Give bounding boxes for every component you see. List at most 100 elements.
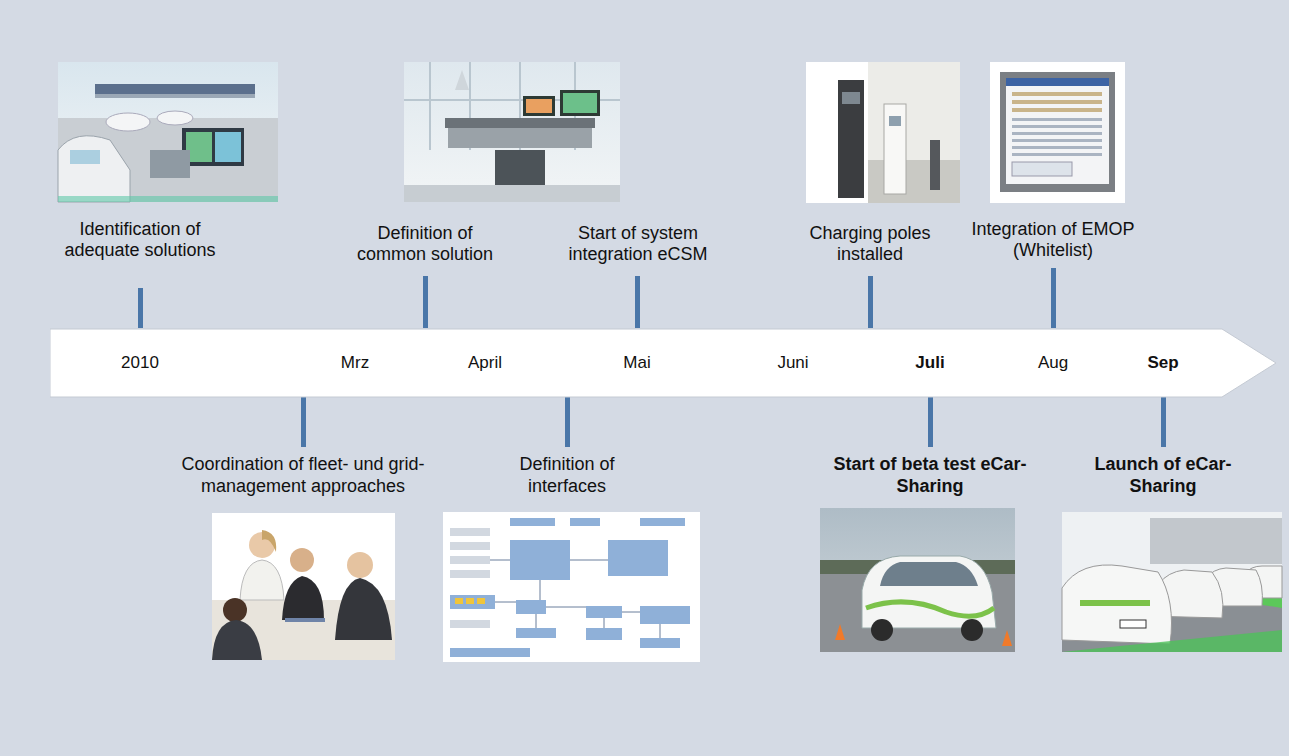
launch-cars-photo-part: [1062, 630, 1282, 652]
milestone-ticks-part: [565, 397, 570, 447]
month-label: Juli: [915, 353, 944, 373]
interfaces-chart-part-part: [540, 580, 541, 600]
control-room-photo-part-part: [429, 62, 431, 150]
interfaces-chart-part-part: [608, 540, 668, 576]
milestone-ticks-part: [868, 276, 873, 328]
emop-monitor-photo-part: [1012, 92, 1102, 112]
control-room-photo-part: [404, 185, 620, 202]
launch-cars-photo-part: [1150, 518, 1282, 564]
interfaces-chart-part-part: [450, 542, 490, 550]
interfaces-chart-part-part: [640, 518, 685, 526]
milestone-ticks-part: [423, 276, 428, 328]
milestone-label: Launch of eCar-Sharing: [1088, 454, 1238, 497]
month-label: Sep: [1147, 353, 1178, 373]
beta-test-car-photo-part: [871, 619, 893, 641]
charging-poles-photo-part: [838, 80, 864, 198]
interfaces-chart-part-part: [450, 556, 490, 564]
interfaces-chart-part-part: [536, 614, 537, 628]
emop-monitor-photo-part: [1012, 118, 1102, 156]
meeting-photo-part: [262, 530, 276, 552]
parking-scene-photo-part: [58, 136, 130, 202]
month-label: Aug: [1038, 353, 1068, 373]
interfaces-chart-part: [450, 528, 490, 628]
milestone-label: Coordination of fleet- und grid-manageme…: [161, 454, 446, 497]
emop-monitor-photo-part-part: [1012, 146, 1102, 149]
interfaces-chart-part-part: [660, 624, 661, 638]
beta-test-car-photo: [820, 508, 1015, 652]
charging-poles-photo-part: [842, 92, 860, 104]
interfaces-chart-part-part: [450, 620, 490, 628]
arrow-shape: [50, 328, 1278, 398]
meeting-photo-part: [285, 618, 325, 622]
interfaces-chart-part-part: [450, 528, 490, 536]
interfaces-chart-part-part: [546, 607, 586, 608]
launch-cars-photo-part: [1080, 600, 1150, 606]
control-room-photo-part: [563, 93, 597, 113]
parking-scene-photo-part: [70, 150, 100, 164]
control-room-photo-part: [448, 128, 592, 148]
parking-scene-photo-part: [106, 113, 150, 131]
milestone-ticks-part: [138, 288, 143, 328]
month-label: 2010: [121, 353, 159, 373]
parking-scene-photo-part: [157, 111, 193, 125]
charging-poles-photo-part: [806, 62, 960, 203]
interfaces-chart-part-part: [622, 612, 640, 613]
month-label: April: [468, 353, 502, 373]
control-room-photo-part: [455, 70, 469, 90]
emop-monitor-photo-part: [1006, 78, 1109, 184]
interfaces-chart-part-part: [604, 618, 605, 628]
interfaces-chart-part-part: [586, 628, 622, 640]
launch-cars-photo: [1062, 512, 1282, 652]
launch-cars-photo-part: [1062, 512, 1282, 652]
interfaces-chart-part: [450, 518, 690, 657]
meeting-photo-part: [212, 513, 395, 660]
month-label: Mai: [623, 353, 650, 373]
beta-test-car-photo-part: [835, 624, 845, 640]
control-room-photo-part: [523, 96, 555, 116]
parking-scene-photo: [58, 62, 278, 202]
emop-monitor-photo-part-part: [1012, 125, 1102, 128]
launch-cars-photo-part: [1120, 620, 1146, 628]
emop-monitor-photo-part: [1006, 78, 1109, 86]
emop-monitor-photo-part: [1000, 72, 1115, 192]
milestone-ticks-part: [928, 397, 933, 447]
charging-poles-photo-part: [868, 62, 960, 203]
interfaces-chart-part-part: [570, 560, 608, 561]
emop-monitor-photo-part-part: [1012, 92, 1102, 96]
interfaces-chart-part-part: [455, 598, 463, 604]
meeting-photo-part: [335, 578, 392, 640]
beta-test-car-photo-part: [862, 556, 996, 628]
emop-monitor-photo-part-part: [1012, 153, 1102, 156]
milestone-label: Charging poles installed: [795, 223, 945, 266]
parking-scene-photo-part: [58, 118, 278, 202]
emop-monitor-photo-part-part: [1012, 118, 1102, 121]
interfaces-chart-part-part: [516, 600, 546, 614]
charging-poles-photo-part: [930, 140, 940, 190]
control-room-photo-part: [526, 99, 552, 113]
control-room-photo-part: [404, 62, 620, 202]
milestone-label: Start of system integration eCSM: [556, 223, 721, 266]
meeting-photo-part: [282, 576, 324, 620]
interfaces-chart-part-part: [640, 606, 690, 624]
interfaces-chart: [443, 512, 700, 662]
charging-poles-photo-part: [889, 116, 901, 126]
milestone-ticks-part: [1161, 397, 1166, 447]
parking-scene-photo-part: [58, 196, 278, 202]
interfaces-chart-part-part: [570, 518, 600, 526]
parking-scene-photo-part: [58, 62, 278, 202]
milestone-ticks-part: [1051, 268, 1056, 328]
milestone-ticks-part: [635, 276, 640, 328]
emop-monitor-photo-part-part: [1012, 132, 1102, 135]
timeline-arrow: 2010MrzAprilMaiJuniJuliAugSep: [50, 328, 1278, 398]
control-room-photo-part: [445, 118, 595, 128]
meeting-photo-part: [223, 598, 247, 622]
charging-poles-photo-part: [868, 160, 960, 203]
emop-monitor-photo-part-part: [1012, 139, 1102, 142]
parking-scene-photo-part: [95, 84, 255, 94]
interfaces-chart-part-part: [477, 598, 485, 604]
interfaces-chart-part-part: [640, 638, 680, 648]
arrow-body: [50, 329, 1276, 397]
control-room-photo: [404, 62, 620, 202]
milestone-label: Definition of interfaces: [502, 454, 632, 497]
